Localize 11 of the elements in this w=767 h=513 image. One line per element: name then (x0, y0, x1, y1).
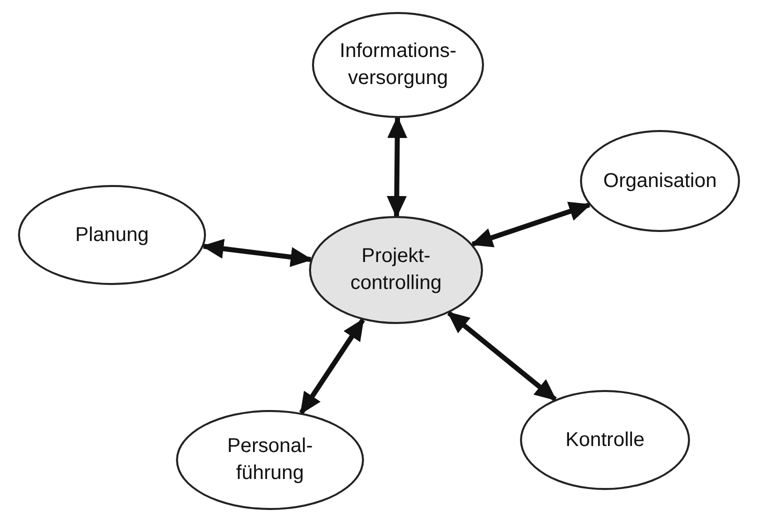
double-arrow (202, 238, 313, 267)
node-label: Personal- führung (226, 434, 314, 486)
double-arrow (447, 310, 557, 402)
node-label: Informations- versorgung (338, 39, 458, 91)
double-arrow (470, 202, 592, 248)
node-label: Projekt- controlling (349, 244, 443, 296)
double-arrow (299, 318, 365, 415)
node-label: Planung (75, 222, 149, 248)
node-label: Organisation (603, 168, 717, 194)
node-label: Kontrolle (566, 428, 644, 452)
double-arrow (386, 116, 408, 218)
